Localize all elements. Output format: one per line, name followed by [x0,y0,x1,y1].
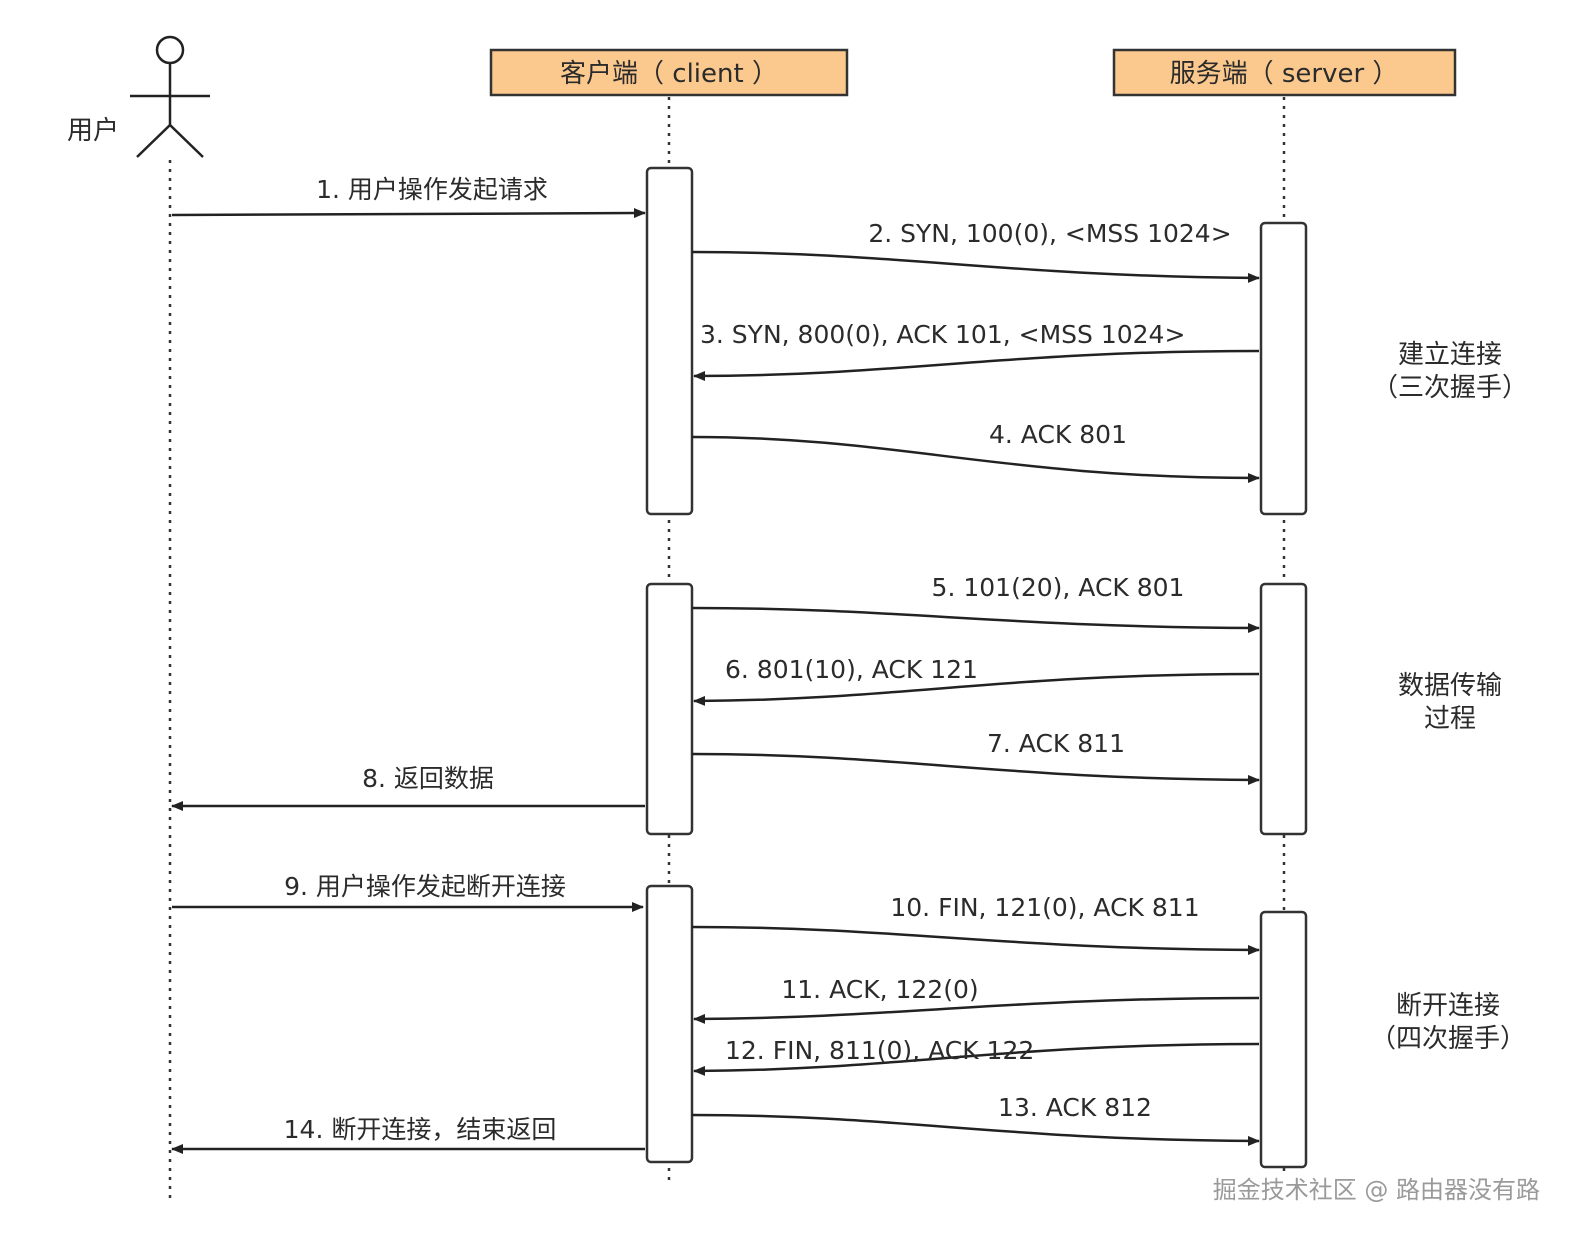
message-label-9: 9. 用户操作发起断开连接 [284,872,566,901]
message-label-2: 2. SYN, 100(0), <MSS 1024> [868,219,1231,248]
message-arrow-7 [691,752,1260,785]
message-arrow-12 [693,1042,1260,1076]
server-header: 服务端（ server ） [1112,48,1457,97]
server-activation-1 [1259,221,1308,516]
server-label: 服务端（ server ） [1170,59,1399,89]
message-label-4: 4. ACK 801 [989,420,1127,449]
message-arrow-4 [691,435,1260,483]
message-arrow-3 [693,349,1260,381]
client-label: 客户端（ client ） [560,59,778,89]
message-label-14: 14. 断开连接，结束返回 [284,1115,557,1144]
client-activation-2 [645,582,694,836]
message-arrow-1 [171,208,646,219]
message-arrow-13 [691,1113,1260,1146]
watermark: 掘金技术社区 @ 路由器没有路 [1213,1176,1540,1204]
client-header: 客户端（ client ） [489,48,849,97]
phase-2-line-2: 过程 [1424,704,1476,734]
message-arrow-10 [691,925,1260,955]
server-activation-2 [1259,582,1308,836]
message-label-7: 7. ACK 811 [987,729,1125,758]
phase-annotation-handshake: 建立连接 （三次握手） [1372,340,1528,403]
message-arrow-5 [691,606,1260,633]
message-label-8: 8. 返回数据 [362,764,494,793]
message-arrow-11 [693,996,1260,1024]
phase-3-line-1: 断开连接 [1396,991,1500,1021]
message-arrow-2 [691,250,1260,283]
phase-annotation-teardown: 断开连接 （四次握手） [1370,991,1526,1054]
client-activation-1 [645,166,694,516]
phase-annotation-transfer: 数据传输 过程 [1398,671,1502,734]
phase-2-line-1: 数据传输 [1398,671,1502,701]
phase-1-line-2: （三次握手） [1372,373,1528,403]
message-label-11: 11. ACK, 122(0) [781,975,978,1004]
client-activation-3 [645,884,694,1164]
user-actor-icon [130,35,210,158]
phase-1-line-1: 建立连接 [1398,340,1502,370]
user-label: 用户 [67,116,119,146]
message-label-5: 5. 101(20), ACK 801 [932,573,1185,602]
phase-3-line-2: （四次握手） [1370,1024,1526,1054]
message-label-13: 13. ACK 812 [998,1093,1152,1122]
message-label-1: 1. 用户操作发起请求 [316,175,548,204]
message-label-12: 12. FIN, 811(0), ACK 122 [725,1036,1034,1065]
message-label-3: 3. SYN, 800(0), ACK 101, <MSS 1024> [700,320,1185,349]
message-label-6: 6. 801(10), ACK 121 [725,655,978,684]
message-arrow-6 [693,672,1260,706]
server-activation-3 [1259,910,1308,1169]
message-label-10: 10. FIN, 121(0), ACK 811 [890,893,1199,922]
